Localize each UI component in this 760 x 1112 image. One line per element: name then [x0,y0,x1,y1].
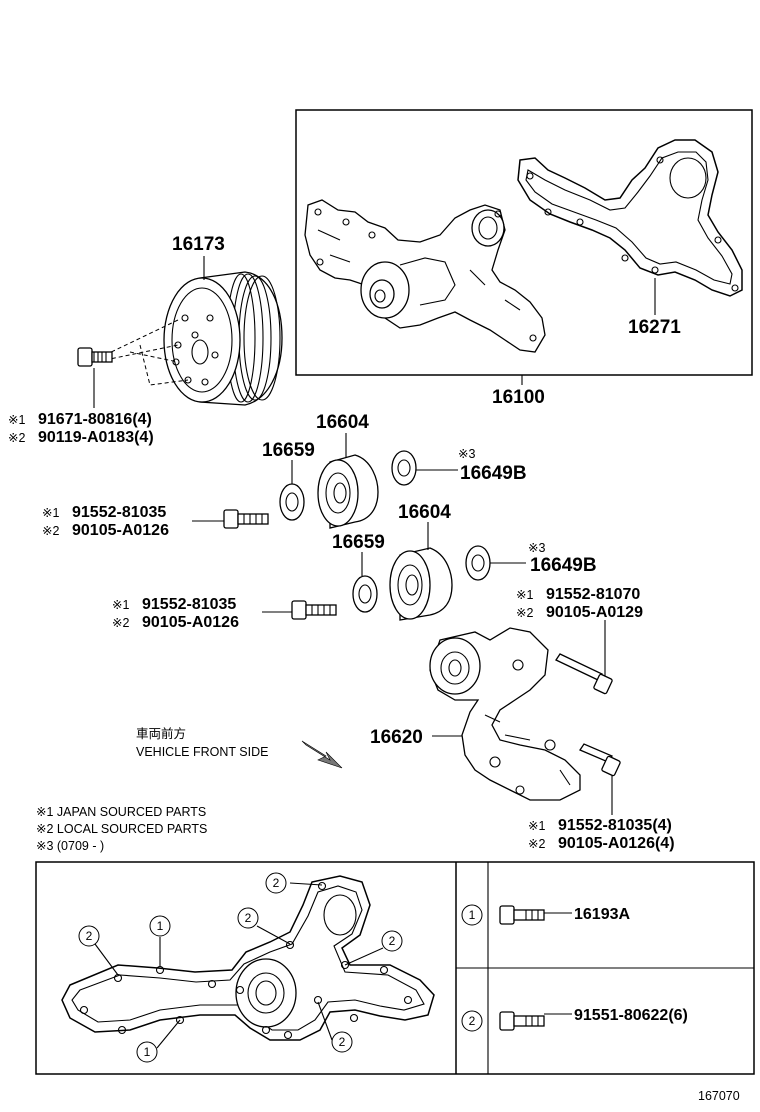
idler1-bolt-2-label: 90105-A0126 [72,522,169,539]
part-16620-label: 16620 [370,727,423,748]
mark-1-tens: ※1 [516,588,533,602]
bolt-91551-illustration [499,1011,545,1031]
spacer-1-illustration [391,450,417,486]
diagram-code: 167070 [698,1089,740,1103]
table-row1-part: 16193A [574,906,630,923]
callout-1-b: 1 [144,1045,151,1059]
pulley-bolt-illustration [77,347,113,367]
bracket-bolt-2-label: 90105-A0126(4) [558,835,675,852]
idler-bolt-2-illustration [291,600,337,620]
tensioner-bolt-illustration [555,653,613,695]
tens-bolt-2-label: 90105-A0129 [546,604,643,621]
table-row2-part: 91551-80622(6) [574,1007,688,1024]
gasket-illustration [517,139,743,297]
callout-2-c: 2 [245,911,252,925]
washer-2-illustration [352,575,378,613]
callout-circles [78,872,483,1063]
part-16649b-label-1: 16649B [460,463,527,484]
vehicle-front-en: VEHICLE FRONT SIDE [136,745,268,759]
legend-japan-sourced: ※1 JAPAN SOURCED PARTS [36,805,206,819]
legend-date-range: ※3 (0709 - ) [36,839,104,853]
part-16604-label-1: 16604 [316,412,369,433]
bolt-16193a-illustration [499,905,545,925]
callout-2-a: 2 [86,929,93,943]
callout-1-a: 1 [157,919,164,933]
mark-3-label-1: ※3 [458,447,475,461]
water-pump-illustration [304,199,546,353]
idler1-bolt-1-label: 91552-81035 [72,504,166,521]
spacer-2-illustration [465,545,491,581]
pulley-bolt-1-label: 91671-80816(4) [38,411,152,428]
pulley-illustration [163,271,283,406]
idler-bolt-1-illustration [223,509,269,529]
mark-2-idler2: ※2 [112,616,129,630]
callout-2-d: 2 [389,934,396,948]
idler-pulley-2-illustration [389,547,453,621]
part-16604-label-2: 16604 [398,502,451,523]
mark-1-bracket: ※1 [528,819,545,833]
idler2-bolt-2-label: 90105-A0126 [142,614,239,631]
part-16659-label-1: 16659 [262,440,315,461]
part-16173-label: 16173 [172,234,225,255]
callout-2-b: 2 [273,876,280,890]
vehicle-front-jp: 車両前方 [136,726,186,741]
water-pump-assembly-box [295,109,753,376]
tens-bolt-1-label: 91552-81070 [546,586,640,603]
table-row1-number: 1 [469,908,476,922]
tensioner-bracket-illustration [429,627,581,801]
idler2-bolt-1-label: 91552-81035 [142,596,236,613]
mark-1-idler1: ※1 [42,506,59,520]
pulley-bolt-2-label: 90119-A0183(4) [38,429,154,446]
detail-pump-illustration [61,875,435,1041]
mark-2-pulley: ※2 [8,431,25,445]
mark-1-pulley: ※1 [8,413,25,427]
part-16271-label: 16271 [628,317,681,338]
legend-local-sourced: ※2 LOCAL SOURCED PARTS [36,822,207,836]
mark-3-label-2: ※3 [528,541,545,555]
mark-2-tens: ※2 [516,606,533,620]
mark-2-bracket: ※2 [528,837,545,851]
part-16649b-label-2: 16649B [530,555,597,576]
washer-1-illustration [279,483,305,521]
part-16100-label: 16100 [492,387,545,408]
bracket-bolt-illustration [579,743,621,777]
callout-leaders [94,882,384,1049]
part-16659-label-2: 16659 [332,532,385,553]
mark-2-idler1: ※2 [42,524,59,538]
callout-2-e: 2 [339,1035,346,1049]
table-row2-number: 2 [469,1014,476,1028]
bracket-bolt-1-label: 91552-81035(4) [558,817,672,834]
mark-1-idler2: ※1 [112,598,129,612]
idler-pulley-1-illustration [317,454,379,529]
vehicle-front-arrow [301,740,343,769]
